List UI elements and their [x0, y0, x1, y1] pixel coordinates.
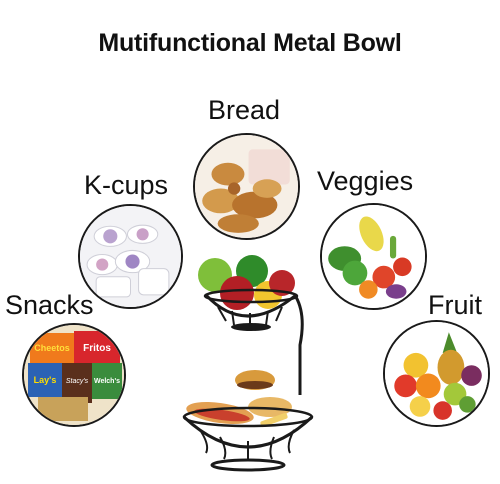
page-title: Mutifunctional Metal Bowl — [98, 29, 402, 57]
snack-brand-lays: Lay's — [34, 375, 57, 385]
kcups-image — [78, 204, 183, 309]
snack-brand-fritos: Fritos — [83, 343, 111, 354]
label-snacks: Snacks — [5, 290, 94, 320]
bread-image — [193, 133, 300, 240]
snack-brand-welchs: Welch's — [94, 378, 120, 385]
label-veggies: Veggies — [317, 166, 414, 196]
two-tier-fruit-basket — [170, 245, 320, 475]
veggies-image — [320, 203, 427, 310]
snacks-image: Cheetos Fritos Lay's Stacy's Welch's — [22, 323, 126, 427]
fruit-image — [383, 320, 490, 427]
snack-brand-cheetos: Cheetos — [34, 343, 70, 353]
label-fruit: Fruit — [428, 290, 482, 320]
snack-brand-stacys: Stacy's — [66, 378, 89, 385]
label-bread: Bread — [208, 95, 281, 125]
label-kcups: K-cups — [84, 170, 169, 200]
